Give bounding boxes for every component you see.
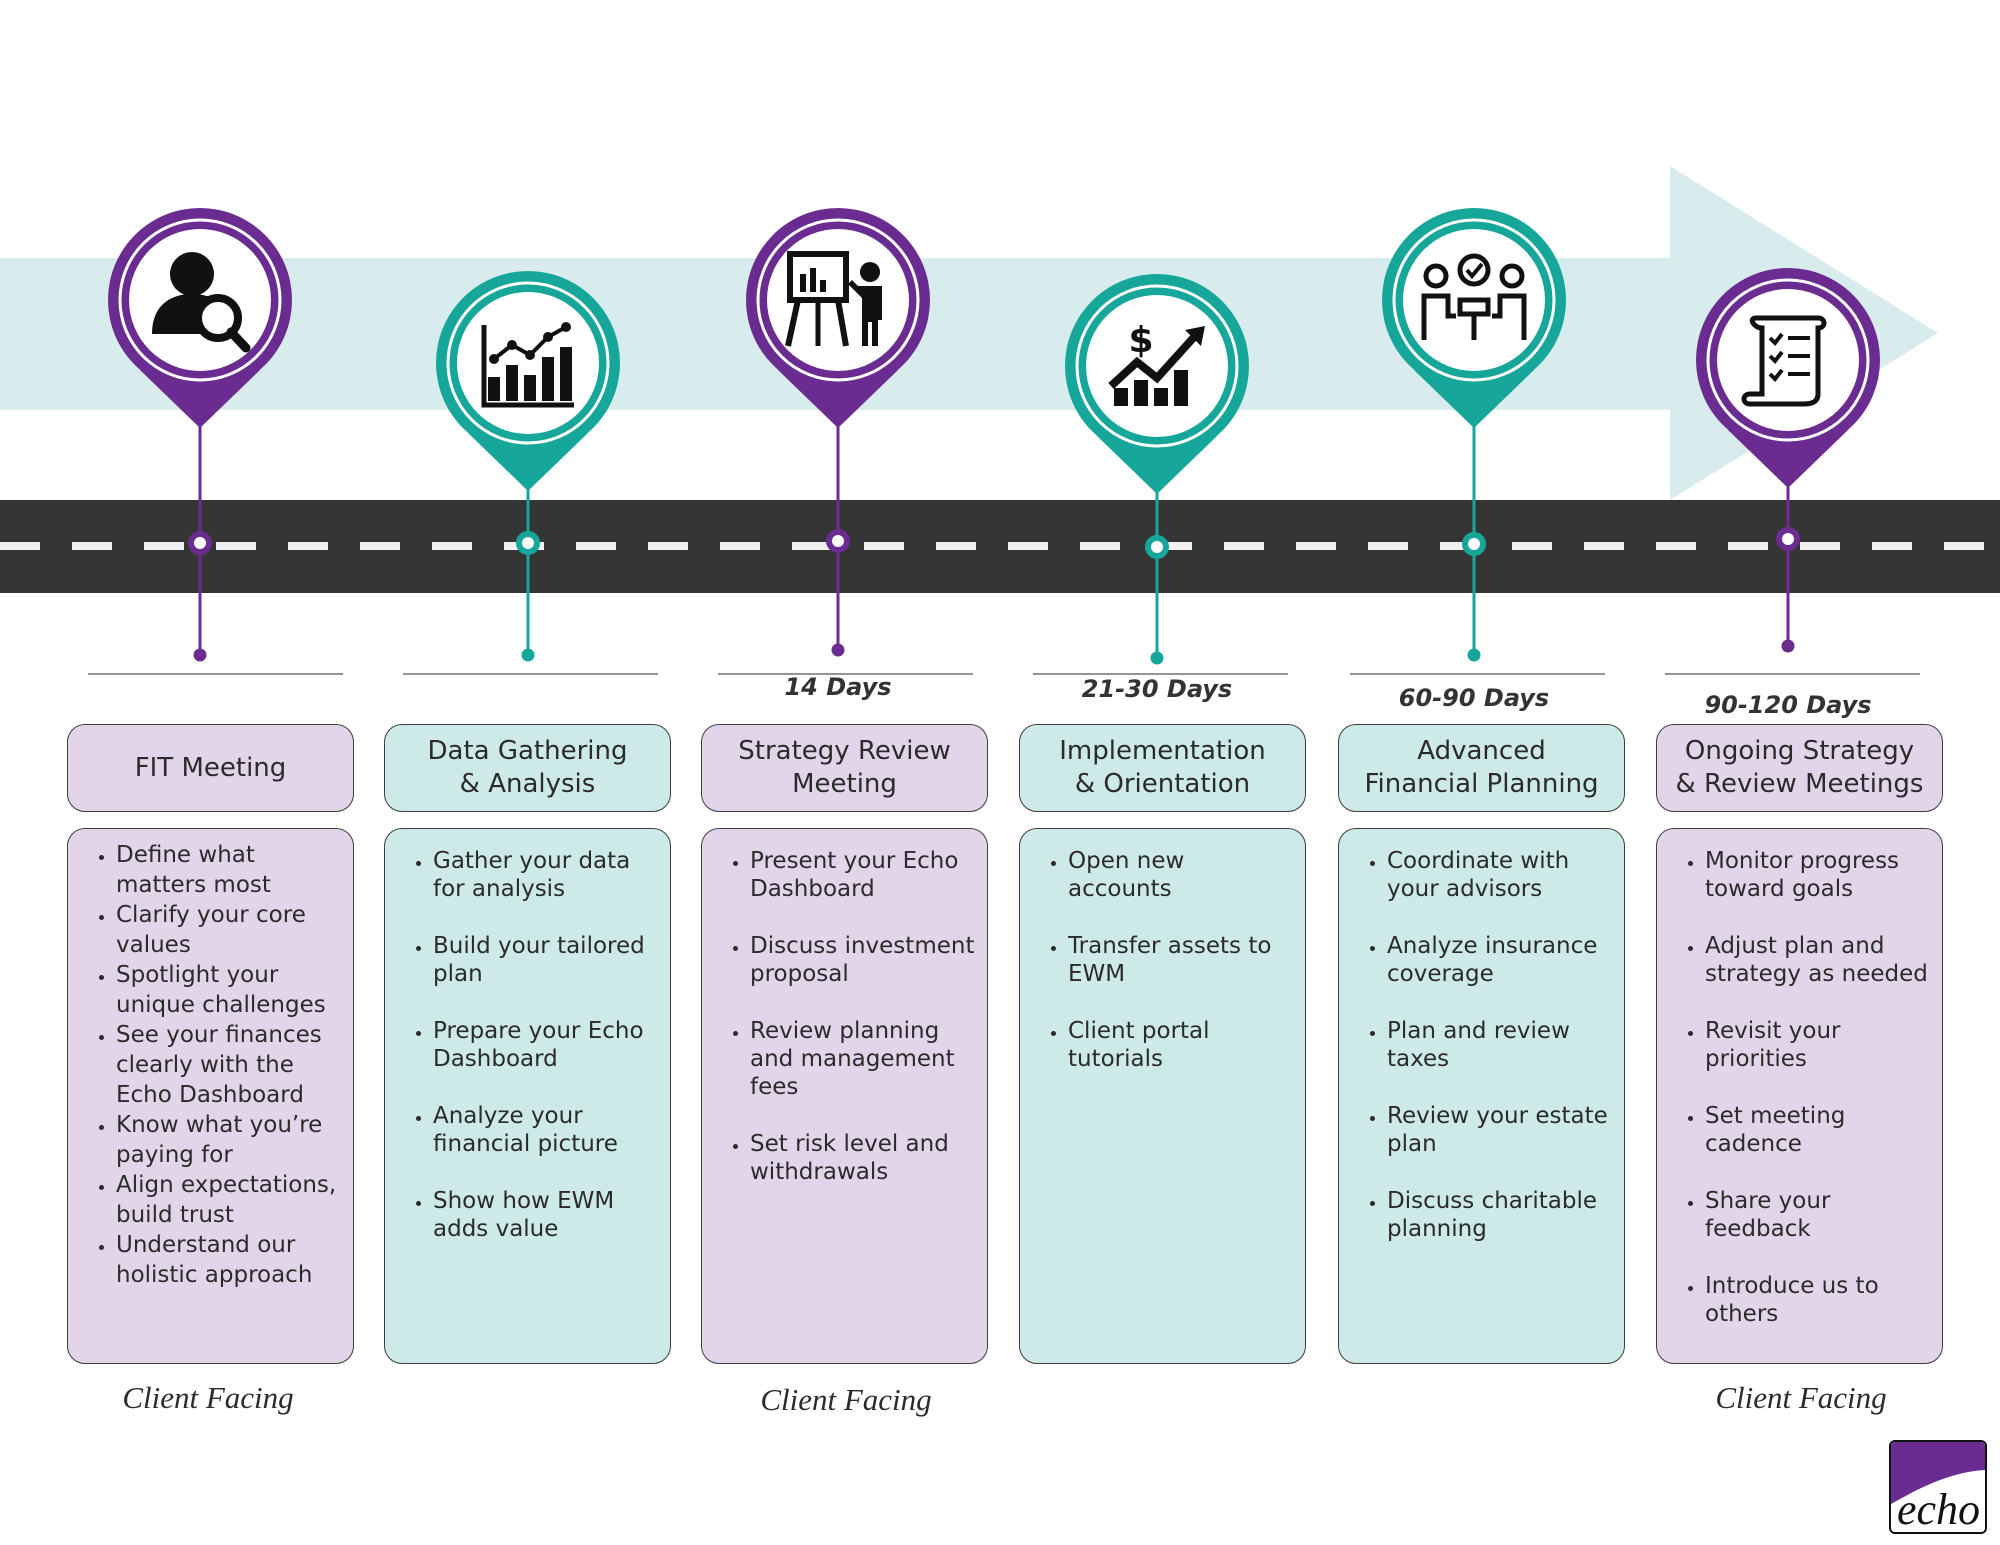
client-facing-label: Client Facing [760, 1382, 932, 1417]
pin-ring [118, 218, 282, 382]
stem-end-dot [1781, 639, 1795, 653]
stage-bullet-item: Share your feedback [1705, 1187, 1932, 1243]
stage-bullet-list: Define what matters mostClarify your cor… [68, 829, 353, 1290]
stage-bullet-item: Adjust plan and strategy as needed [1705, 932, 1932, 988]
stage-bullet-item: Show how EWM adds value [433, 1187, 660, 1243]
stage-bullet-item: Prepare your Echo Dashboard [433, 1017, 660, 1073]
stage-bullet-item: Discuss charitable planning [1387, 1187, 1614, 1243]
pin-face [1086, 295, 1228, 437]
milestone-pin-ongoing-strategy [1696, 268, 1880, 653]
echo-logo: echo [1889, 1440, 1987, 1534]
stage-bullet-item: Discuss investment proposal [750, 932, 977, 988]
stage-bullet-list: Monitor progress toward goalsAdjust plan… [1657, 829, 1942, 1328]
milestone-pin-implementation: $ [1065, 274, 1249, 665]
road-marker [516, 531, 540, 555]
stage-bullet-item: Client portal tutorials [1068, 1017, 1295, 1073]
stage-title-strategy-review: Strategy Review Meeting [701, 724, 988, 812]
pin-face [457, 292, 599, 434]
stage-details-data-gathering: Gather your data for analysisBuild your … [384, 828, 671, 1364]
stage-bullet-list: Coordinate with your advisorsAnalyze ins… [1339, 829, 1624, 1243]
stage-details-implementation: Open new accountsTransfer assets to EWM C… [1019, 828, 1306, 1364]
road-marker [1776, 527, 1800, 551]
stage-bullet-item: Present your Echo Dashboard [750, 847, 977, 903]
stage-bullet-item: Revisit your priorities [1705, 1017, 1932, 1073]
milestone-pins: $ [108, 208, 1880, 665]
stem-end-dot [1467, 648, 1481, 662]
stage-bullet-item: Build your tailored plan [433, 932, 660, 988]
road-marker [188, 531, 212, 555]
pin-ring [1075, 284, 1239, 448]
stage-bullet-item: Clarify your core values [116, 900, 343, 960]
milestone-pin-advanced-planning [1382, 208, 1566, 662]
stage-bullet-item: Coordinate with your advisors [1387, 847, 1614, 903]
stage-bullet-item: Review your estate plan [1387, 1102, 1614, 1158]
echo-logo-text: echo [1897, 1485, 1980, 1532]
timeframe-label: 21-30 Days [1081, 675, 1233, 703]
timeframe-label: 90-120 Days [1704, 691, 1872, 719]
stage-title-ongoing-strategy: Ongoing Strategy & Review Meetings [1656, 724, 1943, 812]
stage-title-fit-meeting: FIT Meeting [67, 724, 354, 812]
stage-title-advanced-planning: Advanced Financial Planning [1338, 724, 1625, 812]
person-search-icon [152, 252, 251, 353]
stage-bullet-item: Set meeting cadence [1705, 1102, 1932, 1158]
timeframe-label: 60-90 Days [1398, 684, 1550, 712]
stage-details-fit-meeting: Define what matters mostClarify your cor… [67, 828, 354, 1364]
pin-ring [756, 218, 920, 382]
bar-chart-icon [481, 322, 574, 408]
team-meeting-icon [1421, 253, 1527, 340]
presentation-icon [785, 251, 882, 347]
timeframe-label: 14 Days [784, 673, 892, 701]
stage-bullet-item: Define what matters most [116, 840, 343, 900]
stage-details-advanced-planning: Coordinate with your advisorsAnalyze ins… [1338, 828, 1625, 1364]
stage-bullet-list: Gather your data for analysisBuild your … [385, 829, 670, 1243]
milestone-pin-strategy-review [746, 208, 930, 657]
stage-title-implementation: Implementation & Orientation [1019, 724, 1306, 812]
stage-title-data-gathering: Data Gathering & Analysis [384, 724, 671, 812]
road-marker [826, 529, 850, 553]
stage-details-ongoing-strategy: Monitor progress toward goalsAdjust plan… [1656, 828, 1943, 1364]
stem-end-dot [1150, 651, 1164, 665]
stage-bullet-item: Transfer assets to EWM [1068, 932, 1295, 988]
stage-bullet-item: Spotlight your unique challenges [116, 960, 343, 1020]
stem-end-dot [521, 648, 535, 662]
road-marker [1462, 532, 1486, 556]
stage-bullet-list: Present your Echo DashboardDiscuss inves… [702, 829, 987, 1186]
pin-ring [1706, 278, 1870, 442]
pin-ring [446, 281, 610, 445]
echo-logo-mark: echo [1891, 1442, 1985, 1532]
stage-bullet-item: Set risk level and withdrawals [750, 1130, 977, 1186]
stage-bullet-item: Know what you’re paying for [116, 1110, 343, 1170]
growth-chart-icon: $ [1108, 320, 1205, 406]
milestone-pin-fit-meeting [108, 208, 292, 662]
stage-bullet-item: Understand our holistic approach [116, 1230, 343, 1290]
stem-end-dot [193, 648, 207, 662]
stage-bullet-item: Align expectations, build trust [116, 1170, 343, 1230]
stage-bullet-item: Review planning and management fees [750, 1017, 977, 1101]
client-facing-label: Client Facing [122, 1380, 294, 1415]
stage-bullet-item: See your finances clearly with the Echo … [116, 1020, 343, 1110]
stage-bullet-item: Introduce us to others [1705, 1272, 1932, 1328]
stage-bullet-item: Gather your data for analysis [433, 847, 660, 903]
stage-bullet-item: Analyze insurance coverage [1387, 932, 1614, 988]
stem-end-dot [831, 643, 845, 657]
milestone-pin-data-gathering [436, 271, 620, 662]
checklist-icon [1741, 315, 1827, 407]
pin-ring [1392, 218, 1556, 382]
stage-bullet-item: Plan and review taxes [1387, 1017, 1614, 1073]
stage-bullet-item: Analyze your financial picture [433, 1102, 660, 1158]
stage-bullet-item: Open new accounts [1068, 847, 1295, 903]
stage-details-strategy-review: Present your Echo DashboardDiscuss inves… [701, 828, 988, 1364]
svg-text:$: $ [1128, 320, 1153, 361]
progress-arrow [0, 166, 1938, 500]
client-facing-label: Client Facing [1715, 1380, 1887, 1415]
stage-bullet-item: Monitor progress toward goals [1705, 847, 1932, 903]
road-marker [1145, 535, 1169, 559]
stage-bullet-list: Open new accountsTransfer assets to EWM C… [1020, 829, 1305, 1073]
